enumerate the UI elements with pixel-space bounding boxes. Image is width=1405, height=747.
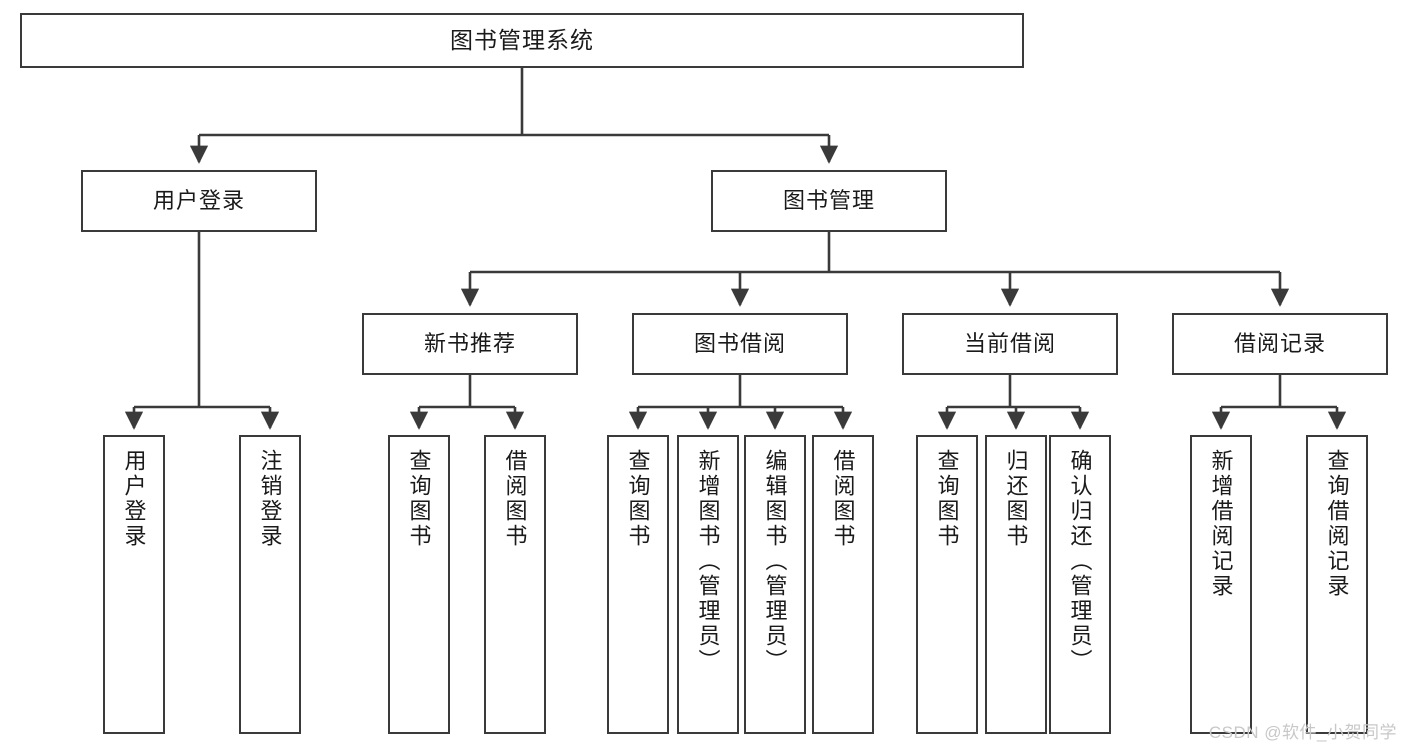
- node-root-label: 图书管理系统: [450, 26, 594, 53]
- node-leaf-query-book-current[interactable]: 查询图书: [916, 435, 978, 734]
- node-new-book-recommend[interactable]: 新书推荐: [362, 313, 578, 375]
- node-borrow-record[interactable]: 借阅记录: [1172, 313, 1388, 375]
- node-root-system[interactable]: 图书管理系统: [20, 13, 1024, 68]
- node-label: 查询借阅记录: [1324, 449, 1350, 599]
- node-leaf-borrow-book[interactable]: 借阅图书: [812, 435, 874, 734]
- node-label: 新增借阅记录: [1208, 449, 1234, 599]
- node-label: 新书推荐: [423, 330, 516, 356]
- node-label: 查询图书: [934, 449, 960, 549]
- node-label: 查询图书: [406, 449, 432, 549]
- node-label: 图书管理: [782, 187, 875, 213]
- node-book-borrow[interactable]: 图书借阅: [632, 313, 848, 375]
- node-leaf-query-borrow-record[interactable]: 查询借阅记录: [1306, 435, 1368, 734]
- node-leaf-query-book-borrow[interactable]: 查询图书: [607, 435, 669, 734]
- node-leaf-logout[interactable]: 注销登录: [239, 435, 301, 734]
- node-leaf-return-book[interactable]: 归还图书: [985, 435, 1047, 734]
- node-leaf-confirm-return-admin[interactable]: 确认归还（管理员）: [1049, 435, 1111, 734]
- node-label: 用户登录: [152, 187, 245, 213]
- node-current-borrow[interactable]: 当前借阅: [902, 313, 1118, 375]
- node-leaf-query-book-rec[interactable]: 查询图书: [388, 435, 450, 734]
- node-label: 借阅图书: [502, 449, 528, 549]
- node-label: 当前借阅: [963, 330, 1056, 356]
- node-user-login[interactable]: 用户登录: [81, 170, 317, 232]
- node-label: 查询图书: [625, 449, 651, 549]
- node-label: 借阅图书: [830, 449, 856, 549]
- node-label: 用户登录: [121, 449, 147, 549]
- node-book-management[interactable]: 图书管理: [711, 170, 947, 232]
- node-leaf-edit-book-admin[interactable]: 编辑图书（管理员）: [744, 435, 806, 734]
- node-label: 图书借阅: [693, 330, 786, 356]
- node-label: 确认归还（管理员）: [1067, 449, 1093, 674]
- node-leaf-user-login[interactable]: 用户登录: [103, 435, 165, 734]
- node-label: 归还图书: [1003, 449, 1029, 549]
- node-label: 注销登录: [257, 449, 283, 549]
- node-leaf-borrow-book-rec[interactable]: 借阅图书: [484, 435, 546, 734]
- node-leaf-add-borrow-record[interactable]: 新增借阅记录: [1190, 435, 1252, 734]
- node-label: 借阅记录: [1233, 330, 1326, 356]
- node-label: 新增图书（管理员）: [695, 449, 721, 674]
- node-leaf-add-book-admin[interactable]: 新增图书（管理员）: [677, 435, 739, 734]
- node-label: 编辑图书（管理员）: [762, 449, 788, 674]
- watermark-csdn: CSDN @软件_小贺同学: [1208, 723, 1397, 742]
